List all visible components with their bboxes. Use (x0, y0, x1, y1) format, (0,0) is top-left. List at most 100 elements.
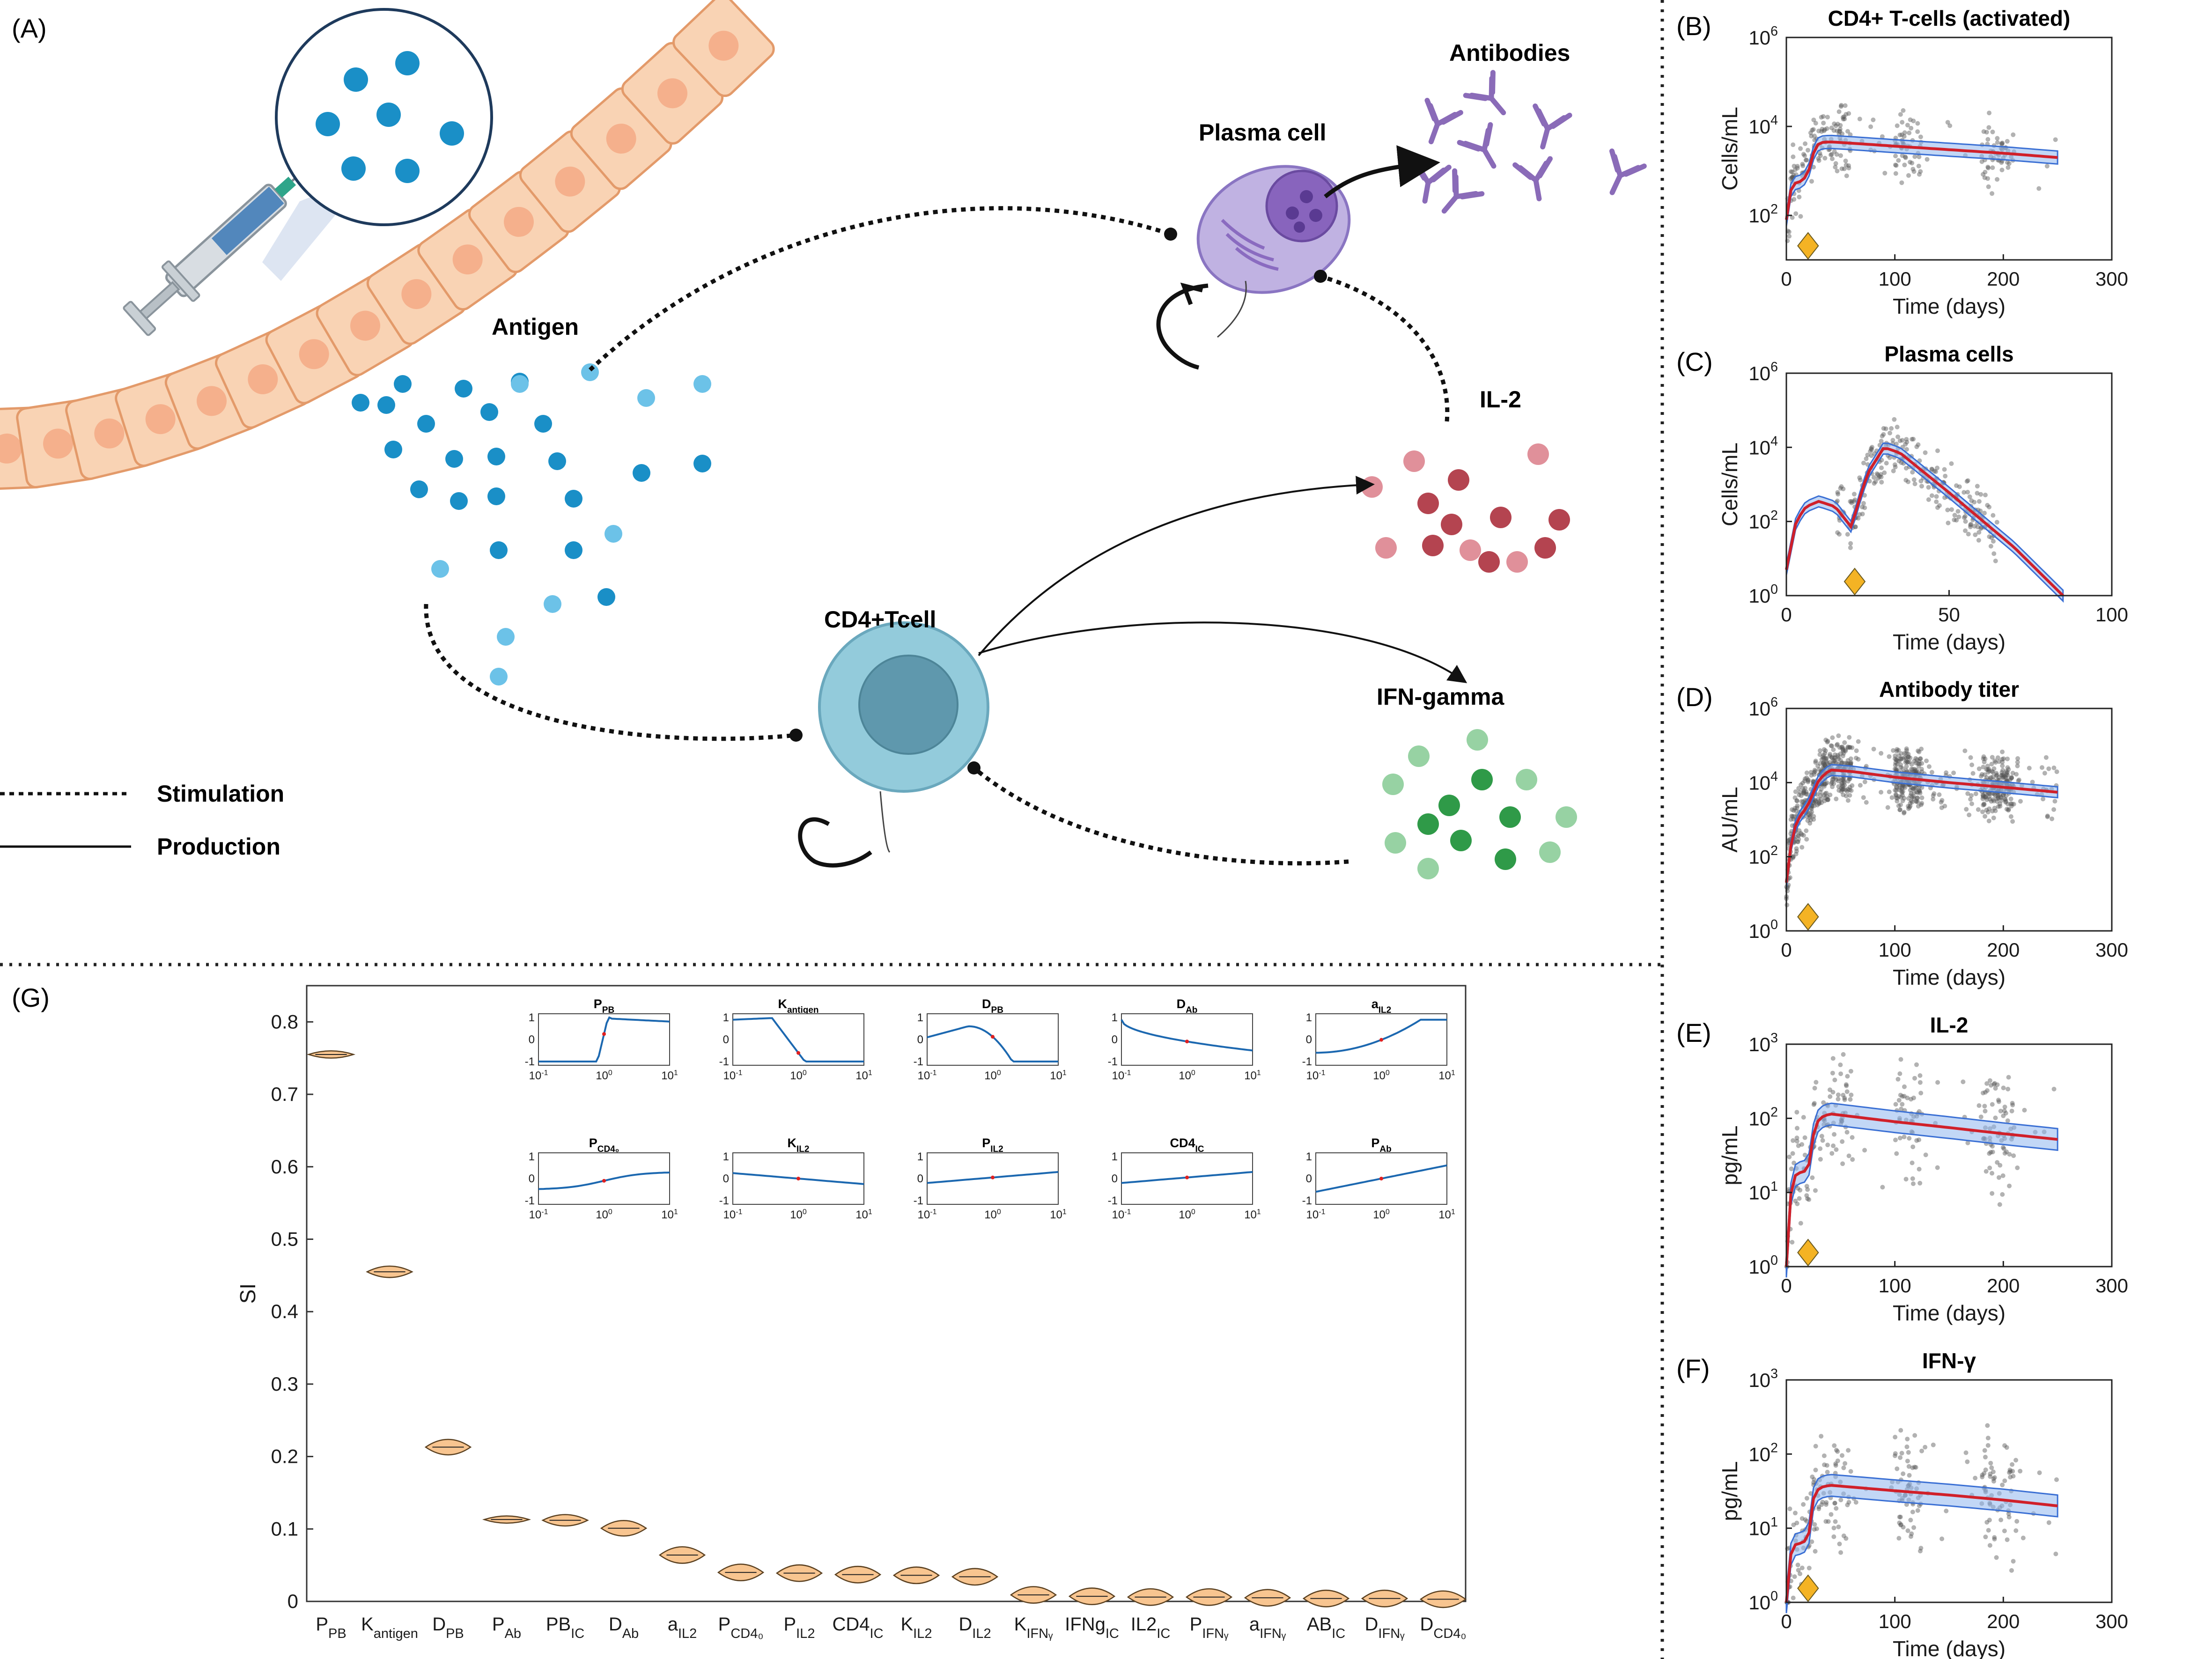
antigen-particle (431, 560, 449, 578)
data-point (1848, 1069, 1853, 1074)
x-axis-label: Time (days) (1893, 1637, 2006, 1659)
antigen-label: Antigen (492, 314, 579, 340)
data-point (1982, 1448, 1987, 1453)
data-point (1811, 118, 1816, 123)
data-point (1898, 1522, 1903, 1527)
data-point (1869, 447, 1874, 452)
data-point (2003, 797, 2008, 802)
x-tick-label: 300 (2095, 1610, 2128, 1632)
data-point (1969, 762, 1975, 767)
data-point (1811, 779, 1816, 783)
data-point (1835, 121, 1840, 126)
data-point (1893, 1451, 1898, 1456)
y-tick-label: 102 (1748, 843, 1778, 868)
data-point (1795, 803, 1800, 808)
data-point (1975, 491, 1980, 496)
data-point (1908, 793, 1913, 798)
data-point (1917, 1180, 1923, 1186)
ifng-particle (1539, 841, 1561, 863)
data-point (1790, 1239, 1795, 1245)
data-point (1818, 789, 1823, 795)
antigen-particle (352, 394, 369, 412)
data-point (1796, 837, 1801, 842)
data-point (1805, 792, 1810, 797)
data-point (1840, 1453, 1844, 1458)
data-point (1814, 1526, 1819, 1531)
data-point (1918, 479, 1924, 484)
data-point (1918, 756, 1923, 761)
data-point (1838, 751, 1843, 756)
data-point (1899, 132, 1904, 137)
data-point (1834, 1447, 1839, 1453)
antigen-particle (565, 490, 582, 508)
data-point (1799, 793, 1804, 798)
antigen-particle (581, 363, 599, 381)
data-point (1812, 133, 1817, 139)
data-point (1917, 788, 1922, 793)
inset-y-tick: 1 (529, 1011, 535, 1024)
data-point (1911, 790, 1917, 795)
data-point (1906, 804, 1911, 809)
data-point (1791, 1595, 1796, 1600)
data-point (1804, 770, 1809, 775)
il2-particle (1534, 537, 1556, 559)
data-point (2018, 1468, 2023, 1474)
data-point (1985, 1443, 1991, 1448)
data-point (1917, 790, 1923, 796)
data-point (1990, 769, 1995, 774)
data-point (1849, 499, 1854, 504)
data-point (1942, 467, 1947, 472)
data-point (2009, 804, 2014, 809)
inset-nominal-point (1185, 1175, 1189, 1180)
data-point (1820, 1499, 1825, 1504)
data-point (2011, 802, 2016, 807)
data-point (2008, 796, 2013, 802)
data-point (2002, 1443, 2007, 1448)
antigen-particle (384, 441, 402, 458)
data-point (2000, 1145, 2006, 1150)
syringe-icon (123, 145, 332, 336)
y-tick-label: 106 (1748, 360, 1778, 384)
data-point (1787, 1154, 1792, 1159)
data-point (1825, 794, 1830, 799)
data-point (1930, 467, 1935, 472)
data-point (1985, 810, 1991, 815)
data-point (2007, 777, 2013, 782)
data-point (1929, 493, 1934, 498)
data-point (2009, 801, 2014, 806)
data-point (1819, 796, 1824, 802)
antigen-particle (455, 380, 472, 398)
data-point (1804, 1193, 1809, 1198)
data-point (1905, 1095, 1910, 1100)
data-point (1904, 746, 1909, 751)
data-point (1981, 1091, 1985, 1096)
inset-x-tick: 10-1 (529, 1208, 548, 1221)
data-point (1897, 438, 1902, 443)
data-point (1814, 799, 1819, 804)
data-point (1882, 170, 1888, 176)
pathway-connectors (424, 145, 1467, 868)
data-point (1801, 1502, 1806, 1507)
data-point (1910, 1160, 1915, 1165)
data-point (1812, 1527, 1817, 1532)
data-point (1985, 1436, 1991, 1441)
data-point (2002, 1151, 2007, 1156)
data-point (1822, 798, 1827, 804)
inset-y-tick: 1 (1112, 1011, 1118, 1024)
data-point (2011, 1153, 2016, 1158)
data-point (1801, 152, 1806, 157)
il2-particles (1361, 443, 1570, 573)
data-point (1843, 158, 1848, 163)
data-point (1944, 770, 1949, 775)
inset-nominal-point (1185, 1040, 1189, 1044)
data-point (2051, 1086, 2057, 1091)
data-point (1949, 461, 1954, 466)
data-point (1915, 795, 1920, 800)
data-point (1994, 771, 1999, 776)
data-point (1832, 759, 1837, 764)
data-point (1795, 839, 1800, 844)
data-point (1945, 120, 1950, 125)
data-point (1796, 1143, 1801, 1148)
data-point (1844, 1130, 1850, 1135)
